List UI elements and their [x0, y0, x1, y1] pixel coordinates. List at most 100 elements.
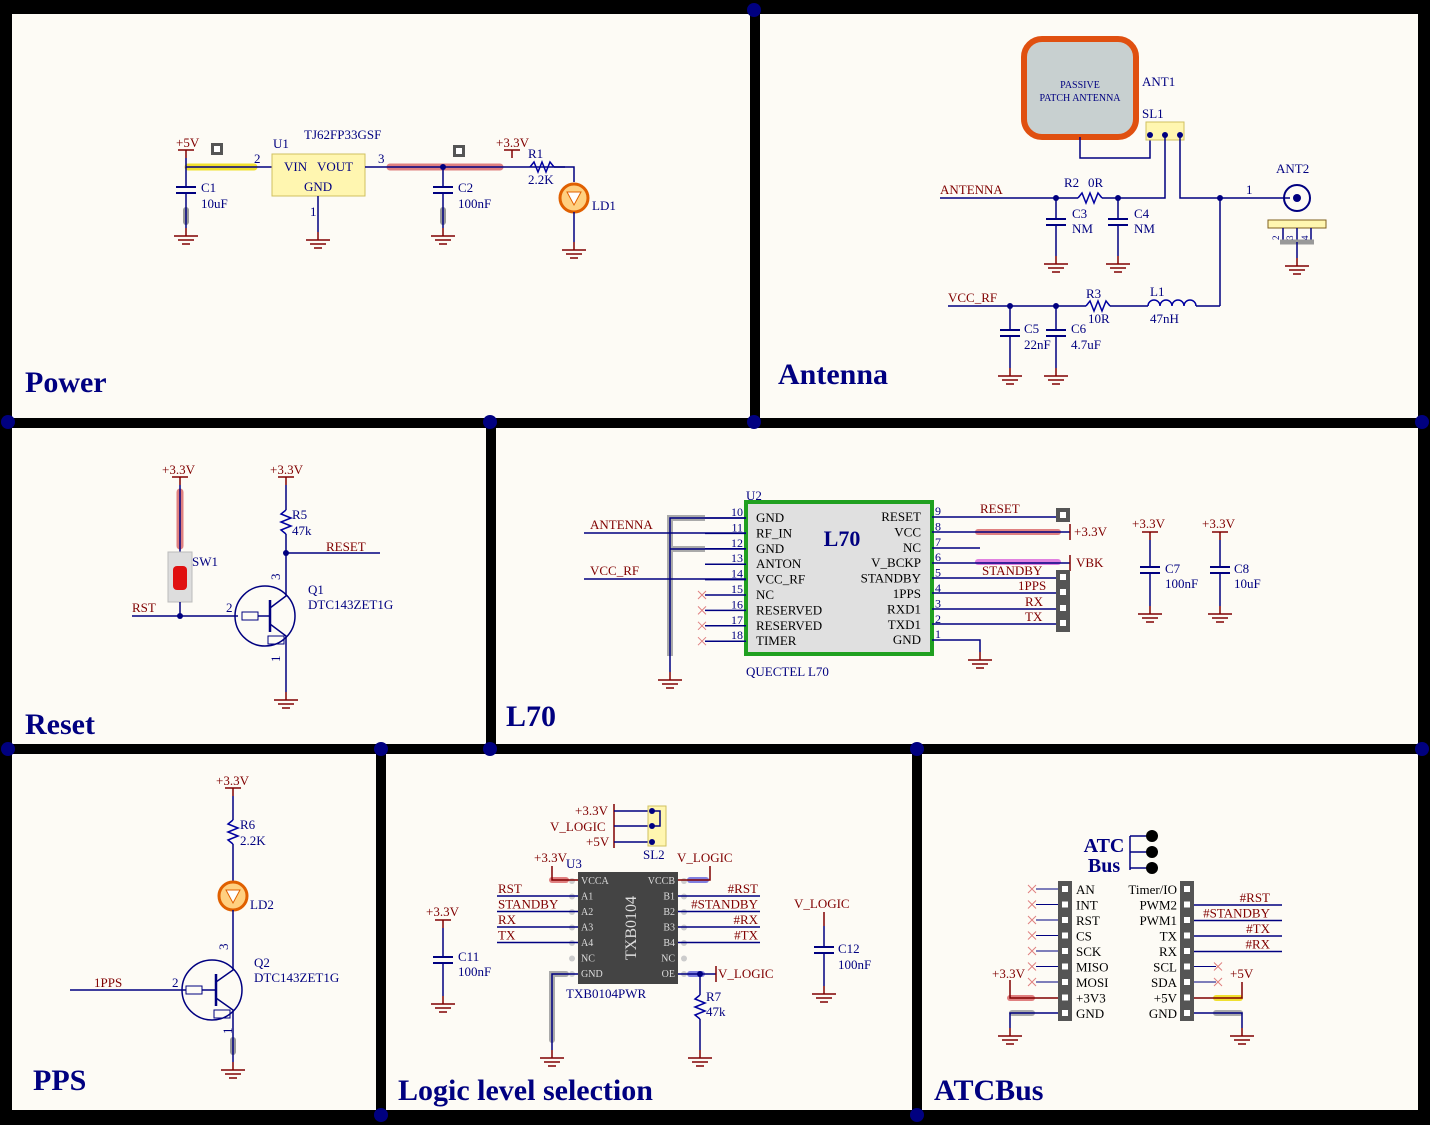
svg-text:47k: 47k [706, 1004, 726, 1019]
l70-pin-name: NC [903, 540, 921, 555]
power-5v-label: +5V [176, 135, 200, 150]
antenna-net-label: ANTENNA [940, 182, 1003, 197]
u3-pin-name: VCCA [581, 876, 610, 887]
header-pin [1184, 917, 1190, 923]
l70-pin-name: V_BCKP [871, 555, 921, 570]
l70-pin-name: TIMER [756, 633, 797, 648]
svg-text:RESET: RESET [980, 501, 1020, 516]
svg-text:+3.3V: +3.3V [575, 803, 609, 818]
svg-text:R3: R3 [1086, 286, 1101, 301]
u3-pin [569, 878, 575, 884]
u3-pin-name: B4 [663, 938, 675, 949]
header-pin [1184, 994, 1190, 1001]
svg-text:VOUT: VOUT [317, 159, 353, 174]
svg-text:+3.3V: +3.3V [162, 462, 196, 477]
svg-text:2: 2 [226, 600, 233, 615]
atcbus-left-pin: +3V3 [1076, 991, 1106, 1006]
l70-module [744, 500, 934, 656]
pps-schematic: +3.3V R6 2.2K LD2 3 1PPS 2 1 Q2 DTC143ZE… [70, 773, 339, 1079]
logic-schematic: +3.3V V_LOGIC +5V SL2 V_LOGIC +3.3V U3 T… [426, 803, 871, 1067]
u3-pin-name: B3 [663, 923, 675, 934]
l70-pin-number: 11 [731, 520, 743, 534]
svg-text:RESET: RESET [326, 539, 366, 554]
section-title-reset: Reset [25, 708, 95, 741]
u3-pin-name: NC [581, 954, 595, 965]
svg-text:PATCH ANTENNA: PATCH ANTENNA [1039, 93, 1121, 104]
svg-text:4: 4 [1300, 235, 1310, 240]
u1-regulator [271, 153, 366, 197]
svg-text:PASSIVE: PASSIVE [1060, 80, 1100, 91]
svg-text:LD2: LD2 [250, 897, 274, 912]
svg-text:+3.3V: +3.3V [992, 966, 1026, 981]
no-connect-mark [1027, 977, 1037, 987]
panel-reset [12, 428, 486, 744]
atcbus-net: #RST [1240, 890, 1270, 905]
no-connect-mark [1027, 915, 1037, 925]
atcbus-logo: ATC [1084, 835, 1125, 857]
u3-pin-name: B2 [663, 907, 675, 918]
l70-pin-number: 13 [731, 551, 743, 565]
svg-text:TJ62FP33GSF: TJ62FP33GSF [304, 127, 381, 142]
l70-pin-number: 8 [935, 519, 941, 533]
l70-pin-name: NC [756, 587, 774, 602]
atcbus-left-pin: MISO [1076, 960, 1109, 975]
svg-text:R5: R5 [292, 507, 307, 522]
svg-text:1PPS: 1PPS [94, 975, 122, 990]
svg-text:VCC_RF: VCC_RF [590, 563, 639, 578]
l70-pin-name: 1PPS [893, 586, 921, 601]
svg-text:2.2K: 2.2K [528, 172, 554, 187]
panel-power [12, 14, 750, 418]
svg-text:+5V: +5V [586, 834, 610, 849]
svg-text:R2: R2 [1064, 175, 1079, 190]
l70-pin-name: VCC [894, 524, 921, 539]
l70-right-pins: 9RESET8VCC7NC6V_BCKP5STANDBY41PPS3RXD12T… [861, 504, 941, 647]
no-connect-mark [1027, 931, 1037, 940]
svg-text:GND: GND [304, 179, 332, 194]
l70-pin-number: 6 [935, 550, 941, 564]
atcbus-net: #RX [1245, 937, 1270, 952]
svg-text:+3.3V: +3.3V [1074, 524, 1108, 539]
atcbus-right-pin: TX [1160, 929, 1178, 944]
no-connect-mark [1027, 884, 1037, 894]
svg-text:ANT1: ANT1 [1142, 74, 1175, 89]
header-pin [1062, 994, 1068, 1001]
svg-text:NM: NM [1072, 221, 1093, 236]
header-pin [1062, 901, 1068, 908]
no-connect-mark [697, 590, 707, 600]
u3-txb0104 [578, 872, 678, 984]
svg-text:RX: RX [1025, 594, 1044, 609]
l70-pin-name: ANTON [756, 556, 802, 571]
svg-text:V_LOGIC: V_LOGIC [550, 819, 606, 834]
l70-pin-number: 3 [935, 596, 941, 610]
svg-text:+3.3V: +3.3V [270, 462, 304, 477]
svg-text:C2: C2 [458, 180, 473, 195]
svg-text:47nH: 47nH [1150, 311, 1179, 326]
l70-pin-number: 7 [935, 535, 941, 549]
svg-text:+3.3V: +3.3V [1132, 516, 1166, 531]
atcbus-left-pin: AN [1076, 882, 1095, 897]
svg-text:SW1: SW1 [192, 554, 218, 569]
u3-pin-name: B1 [663, 892, 675, 903]
svg-text:TX: TX [1025, 609, 1043, 624]
svg-text:100nF: 100nF [838, 957, 871, 972]
l70-pin-name: RF_IN [756, 525, 793, 540]
l70-pin-name: GND [893, 632, 921, 647]
svg-text:SL1: SL1 [1142, 106, 1164, 121]
svg-text:TXB0104PWR: TXB0104PWR [566, 986, 647, 1001]
header-pin [1062, 932, 1068, 939]
u3-pin-name: GND [581, 969, 603, 980]
l70-pin-name: GND [756, 541, 784, 556]
atcbus-left-pin: CS [1076, 929, 1092, 944]
l70-chip-name: L70 [824, 526, 861, 551]
svg-text:DTC143ZET1G: DTC143ZET1G [308, 597, 393, 612]
svg-text:R1: R1 [528, 146, 543, 161]
svg-text:C12: C12 [838, 941, 860, 956]
no-connect-mark [697, 621, 707, 631]
svg-text:C7: C7 [1165, 561, 1181, 576]
atcbus-right-pin: PWM1 [1139, 913, 1177, 928]
l70-pin-number: 12 [731, 536, 743, 550]
atcbus-left-pin: MOSI [1076, 975, 1109, 990]
